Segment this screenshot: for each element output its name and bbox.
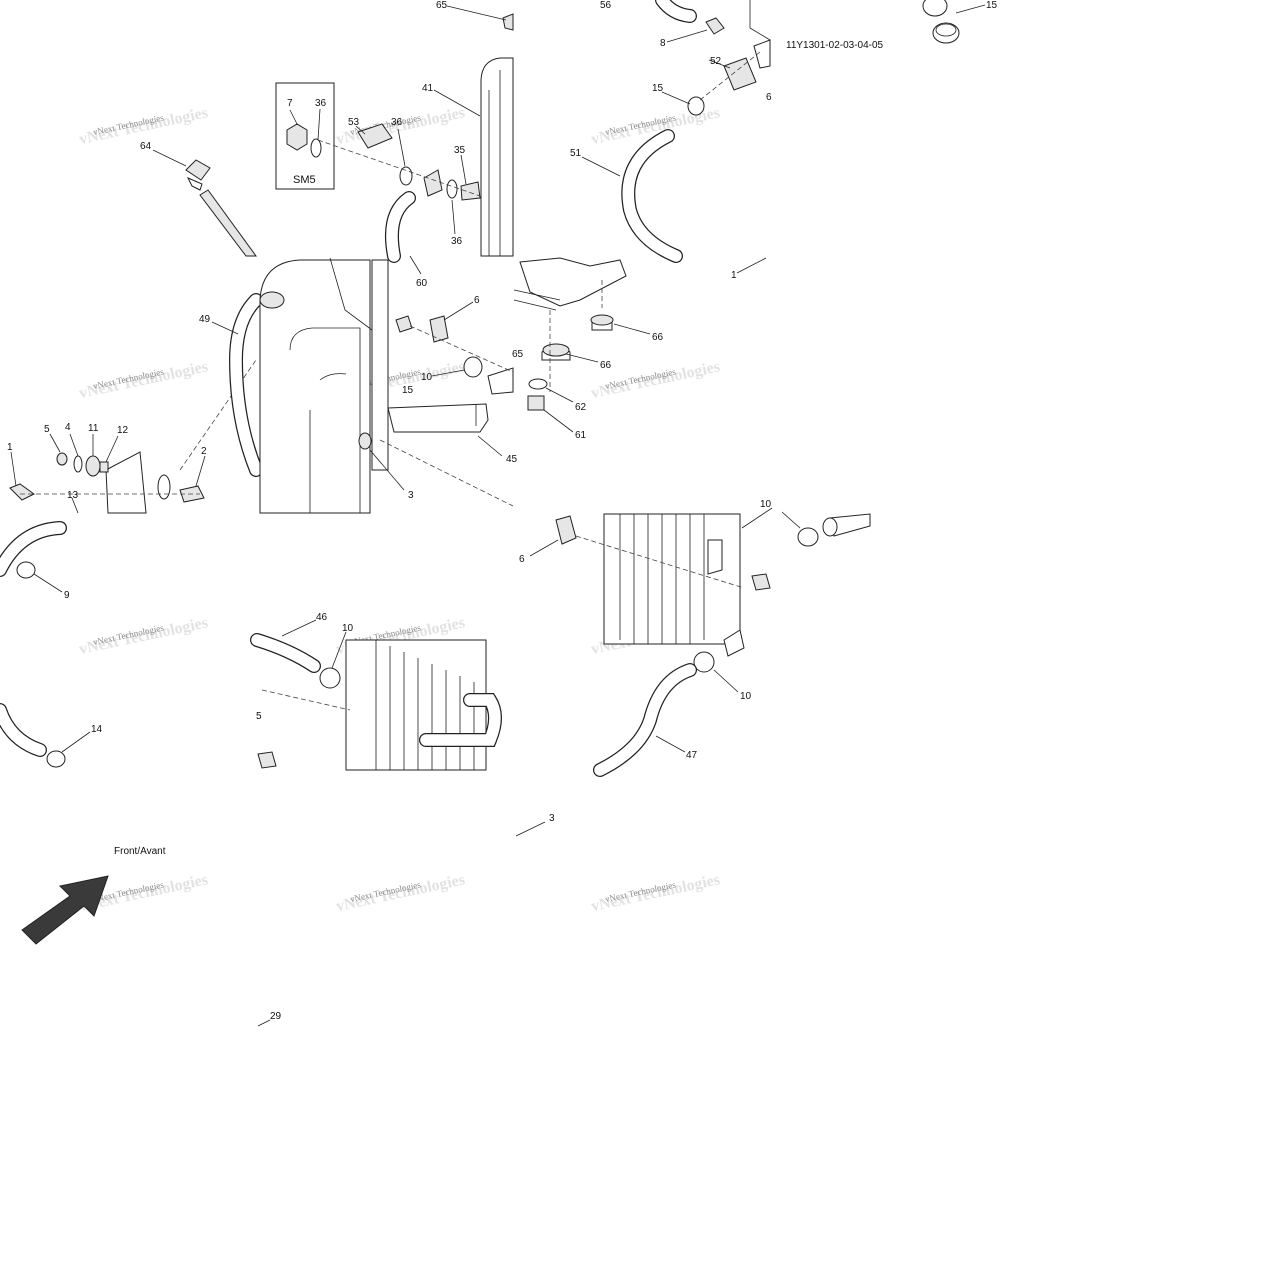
callout-35: 35 — [454, 145, 466, 156]
callout-52: 52 — [710, 56, 722, 67]
oil-cooler-lower — [250, 633, 502, 771]
fittings-top-right — [687, 0, 771, 116]
callout-61: 61 — [575, 430, 587, 441]
callout-36: 36 — [315, 98, 327, 109]
callout-3: 3 — [408, 490, 414, 501]
callout-36b: 36 — [391, 117, 403, 128]
oil-tank — [259, 257, 373, 514]
callout-64: 64 — [140, 141, 152, 152]
callout-45: 45 — [506, 454, 518, 465]
diagram-code: 11Y1301-02-03-04-05 — [786, 40, 884, 51]
callout-6: 6 — [766, 92, 772, 103]
callout-36c: 36 — [451, 236, 463, 247]
oil-tank-top — [480, 13, 514, 257]
bracket-45 — [358, 259, 489, 471]
callout-10b: 10 — [760, 499, 772, 510]
callout-62: 62 — [575, 402, 587, 413]
front-direction-label: Front/Avant — [114, 846, 166, 857]
clamp-10-right — [797, 513, 871, 547]
sm5-box — [275, 82, 335, 190]
callout-65: 65 — [436, 0, 448, 11]
callout-10d: 10 — [740, 691, 752, 702]
callout-53: 53 — [348, 117, 360, 128]
callout-5: 5 — [44, 424, 50, 435]
callout-13: 13 — [67, 490, 79, 501]
sm5-label: SM5 — [293, 174, 316, 186]
tank-mount — [513, 257, 627, 411]
callout-5b: 5 — [256, 711, 262, 722]
callout-66: 66 — [652, 332, 664, 343]
callout-1: 1 — [731, 270, 737, 281]
callout-41: 41 — [422, 83, 434, 94]
callout-15c: 15 — [402, 385, 414, 396]
callout-3b: 3 — [549, 813, 555, 824]
callout-10c: 10 — [342, 623, 354, 634]
hose-49 — [228, 293, 263, 477]
hose-51 — [621, 0, 697, 263]
callout-2: 2 — [201, 446, 207, 457]
callout-labels: 65 56 15 8 52 6 41 7 36 53 36 64 35 36 1… — [7, 0, 998, 1022]
callout-1b: 1 — [7, 442, 13, 453]
leader-lines — [10, 4, 986, 1027]
fasteners-tile6 — [379, 315, 514, 507]
callout-46: 46 — [316, 612, 328, 623]
callout-7: 7 — [287, 98, 293, 109]
callout-65b: 65 — [512, 349, 524, 360]
oil-cooler-upper — [555, 513, 771, 777]
callout-56: 56 — [600, 0, 612, 11]
callout-8: 8 — [660, 38, 666, 49]
hose-loop-9-14 — [0, 521, 67, 768]
callout-51: 51 — [570, 148, 582, 159]
callout-14: 14 — [91, 724, 103, 735]
callout-6c: 6 — [519, 554, 525, 565]
callout-6b: 6 — [474, 295, 480, 306]
callout-12: 12 — [117, 425, 129, 436]
callout-4: 4 — [65, 422, 71, 433]
callout-29: 29 — [270, 1011, 282, 1022]
callout-47: 47 — [686, 750, 698, 761]
callout-49: 49 — [199, 314, 211, 325]
callout-10: 10 — [421, 372, 433, 383]
mount-bracket — [9, 359, 257, 514]
callout-66b: 66 — [600, 360, 612, 371]
callout-60: 60 — [416, 278, 428, 289]
alignment-line — [317, 139, 481, 197]
callout-9: 9 — [64, 590, 70, 601]
dipstick — [185, 159, 257, 257]
clamp-15 — [922, 0, 960, 44]
hose-fitting — [357, 123, 481, 263]
callout-11: 11 — [88, 423, 99, 434]
callout-15b: 15 — [652, 83, 664, 94]
callout-15: 15 — [986, 0, 998, 11]
front-arrow-icon — [21, 875, 109, 945]
